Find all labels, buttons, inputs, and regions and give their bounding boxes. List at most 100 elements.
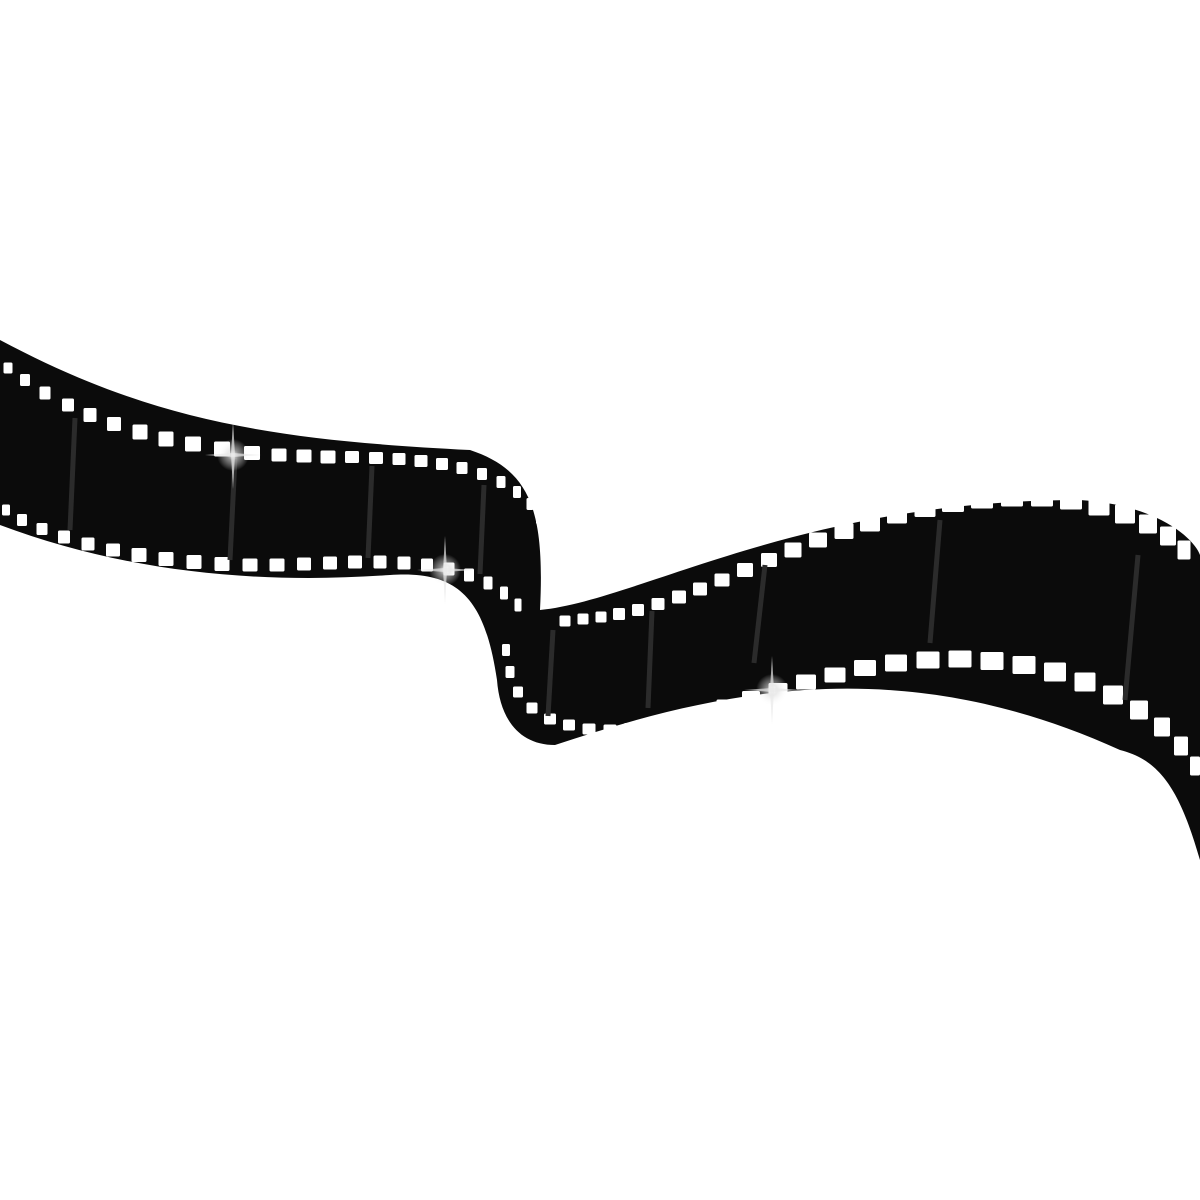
sprocket-hole [916, 651, 940, 669]
sprocket-hole [514, 598, 522, 612]
sprocket-hole [345, 451, 359, 463]
sprocket-hole [854, 660, 876, 676]
sprocket-hole [369, 452, 383, 464]
sprocket-hole [526, 702, 538, 714]
sprocket-hole [624, 723, 638, 735]
sprocket-hole [860, 514, 880, 532]
sprocket-hole [83, 408, 97, 422]
sprocket-hole [1103, 685, 1123, 705]
sprocket-hole [20, 374, 30, 386]
sprocket-hole [17, 514, 27, 526]
sprocket-hole [39, 386, 51, 400]
sprocket-hole [269, 558, 285, 572]
sprocket-hole [784, 542, 802, 558]
frame-divider [67, 417, 78, 531]
sprocket-hole [948, 650, 972, 668]
sprocket-hole [536, 512, 542, 524]
sprocket-hole [513, 486, 521, 498]
sprocket-hole [436, 458, 448, 470]
sprocket-hole [716, 699, 734, 713]
sprocket-hole [392, 453, 406, 465]
sparkle-icon [205, 421, 261, 489]
sprocket-hole [885, 654, 907, 672]
sprocket-hole [1012, 656, 1036, 674]
sprocket-hole [526, 498, 534, 510]
sprocket-hole [81, 537, 95, 551]
sprocket-hole [645, 720, 661, 732]
frame-dividers [67, 417, 1141, 717]
sprocket-hole [1160, 526, 1176, 546]
sprocket-hole [761, 553, 777, 567]
sprocket-hole [1031, 487, 1053, 507]
sprocket-hole [1130, 700, 1148, 720]
sprocket-hole [824, 667, 846, 683]
sprocket-hole [397, 556, 411, 570]
frame-divider [645, 610, 655, 709]
sprocket-hole [1154, 717, 1170, 737]
sprocket-hole [131, 548, 147, 562]
frame-divider [227, 457, 238, 561]
sprocket-hole [834, 523, 854, 539]
sprocket-hole [414, 455, 428, 467]
sprocket-hole [980, 652, 1004, 670]
sprocket-hole [107, 417, 121, 431]
sprocket-hole [483, 576, 493, 590]
sprocket-hole [1074, 672, 1096, 692]
upper-sprocket-row [3, 362, 1191, 627]
frame-divider [365, 465, 375, 559]
sprocket-hole [513, 686, 523, 698]
sprocket-hole [1115, 504, 1135, 524]
sprocket-hole [271, 448, 287, 462]
sprocket-hole [373, 555, 387, 569]
sprocket-hole [693, 582, 707, 596]
sprocket-hole [456, 462, 468, 474]
sprocket-hole [714, 573, 730, 587]
sprocket-hole [323, 556, 337, 570]
glint-sparkle [205, 421, 800, 724]
sprocket-hole [971, 489, 993, 509]
sparkle-icon [417, 536, 473, 604]
sprocket-hole [1174, 736, 1188, 756]
sprocket-hole [464, 568, 474, 582]
sprocket-hole [942, 494, 964, 512]
sprocket-hole [914, 499, 936, 517]
sprocket-hole [577, 613, 589, 625]
sprocket-hole [158, 552, 174, 566]
sprocket-hole [559, 615, 571, 627]
sparkle-icon [744, 656, 800, 724]
sprocket-hole [477, 468, 487, 480]
sprocket-hole [132, 424, 148, 440]
sprocket-hole [186, 555, 202, 569]
sprocket-hole [887, 506, 907, 524]
sprocket-hole [737, 563, 753, 577]
sprocket-hole [158, 431, 174, 447]
frame-divider [545, 629, 556, 717]
sprocket-hole [1044, 662, 1066, 682]
sprocket-hole [544, 713, 556, 725]
sprocket-hole [502, 644, 510, 656]
sprocket-hole [62, 398, 74, 412]
sprocket-hole [595, 611, 607, 623]
film-strip-body [0, 340, 1200, 860]
sprocket-hole [672, 590, 686, 604]
sprocket-hole [1177, 540, 1191, 560]
sprocket-hole [3, 362, 13, 374]
sprocket-hole [320, 450, 336, 464]
sprocket-hole [563, 719, 575, 731]
frame-divider [751, 564, 768, 664]
sprocket-hole [742, 691, 760, 705]
sprocket-hole [242, 558, 258, 572]
sprocket-hole [214, 557, 230, 571]
sprocket-hole [1088, 496, 1110, 516]
frame-divider [477, 484, 487, 575]
frame-divider [927, 519, 943, 644]
sprocket-hole [505, 666, 515, 678]
sprocket-hole [668, 714, 684, 728]
sprocket-hole [500, 586, 508, 600]
sprocket-hole [348, 555, 362, 569]
sprocket-hole [106, 543, 120, 557]
sprocket-hole [1001, 487, 1023, 507]
sprocket-hole [297, 557, 311, 571]
sprocket-hole [496, 476, 506, 488]
